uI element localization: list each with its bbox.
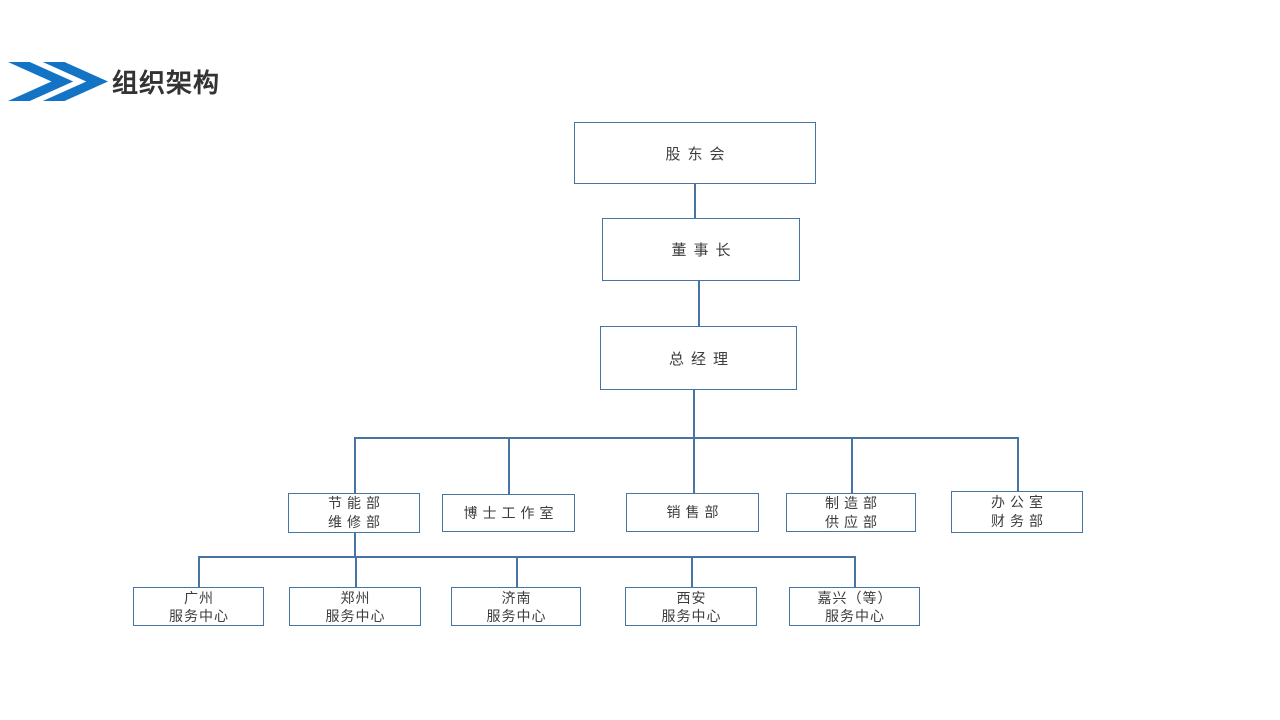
connector-line <box>698 281 700 326</box>
org-node-guangzhou-service-center: 广州 服务中心 <box>133 587 264 626</box>
org-node-zhengzhou-service-center: 郑州 服务中心 <box>289 587 421 626</box>
connector-line <box>693 390 695 437</box>
connector-line <box>691 556 693 587</box>
connector-line <box>851 437 853 493</box>
org-node-chairman: 董事长 <box>602 218 800 281</box>
connector-line <box>198 556 855 558</box>
connector-line <box>354 437 356 493</box>
connector-line <box>1017 437 1019 491</box>
connector-line <box>693 437 695 493</box>
org-node-energy-maintenance-dept: 节能部 维修部 <box>288 493 420 533</box>
org-node-manufacturing-supply-dept: 制造部 供应部 <box>786 493 916 532</box>
org-node-xian-service-center: 西安 服务中心 <box>625 587 757 626</box>
connector-line <box>355 556 357 587</box>
connector-line <box>354 533 356 556</box>
org-node-doctor-studio: 博士工作室 <box>442 494 575 532</box>
connector-line <box>508 437 510 494</box>
connector-line <box>516 556 518 587</box>
org-node-office-finance-dept: 办公室 财务部 <box>951 491 1083 533</box>
org-node-sales-dept: 销售部 <box>626 493 759 532</box>
connector-line <box>354 437 1018 439</box>
org-node-shareholders-meeting: 股东会 <box>574 122 816 184</box>
org-node-general-manager: 总经理 <box>600 326 797 390</box>
connector-line <box>854 556 856 587</box>
connector-line <box>198 556 200 587</box>
org-node-jiaxing-service-center: 嘉兴（等） 服务中心 <box>789 587 920 626</box>
org-node-jinan-service-center: 济南 服务中心 <box>451 587 581 626</box>
double-chevron-right-icon <box>8 62 108 101</box>
connector-line <box>694 184 696 218</box>
page-title: 组织架构 <box>112 68 221 98</box>
